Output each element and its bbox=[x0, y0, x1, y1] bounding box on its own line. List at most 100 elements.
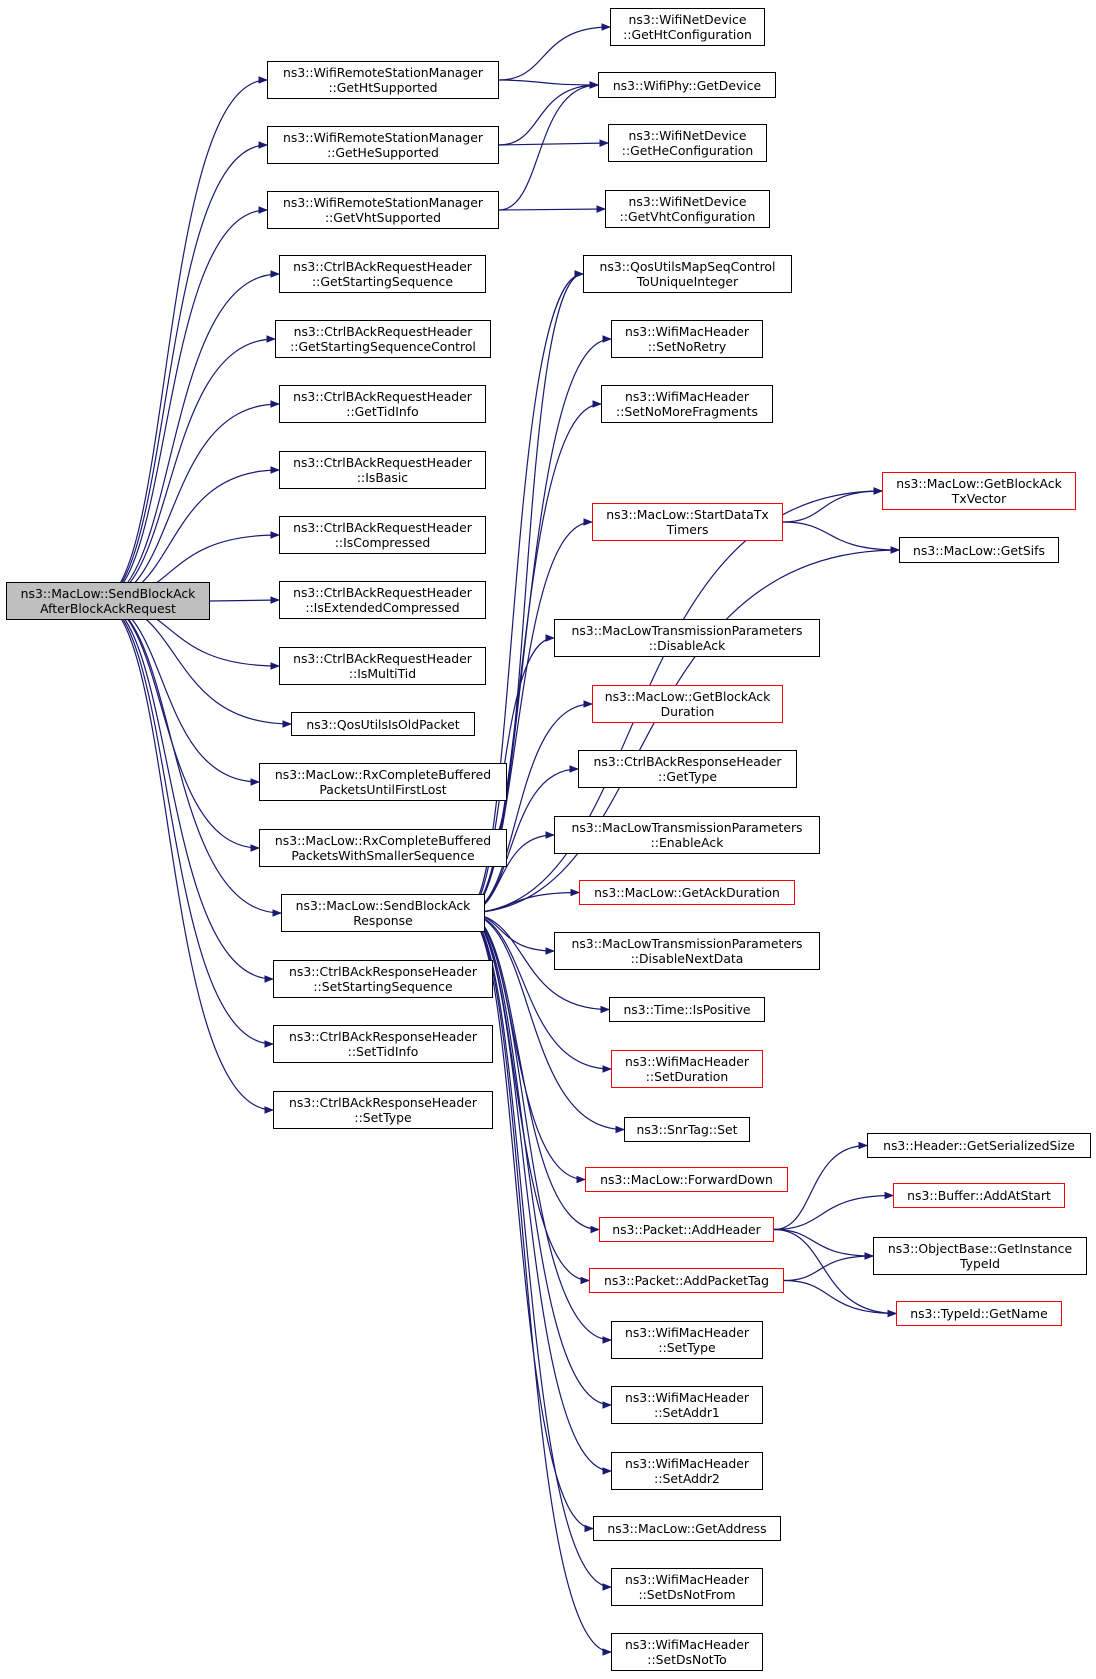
node-label-line: ::IsExtendedCompressed bbox=[305, 600, 460, 615]
edge-root-to-wrsm-ht bbox=[97, 76, 268, 602]
node-label-line: ns3::CtrlBAckRequestHeader bbox=[293, 259, 472, 274]
node-wmh-setdur[interactable]: ns3::WifiMacHeader::SetDuration bbox=[611, 1050, 763, 1088]
node-label-line: ::GetHeSupported bbox=[327, 145, 439, 160]
node-label-line: ns3::CtrlBAckResponseHeader bbox=[289, 964, 477, 979]
node-cbar-extcomp[interactable]: ns3::CtrlBAckRequestHeader::IsExtendedCo… bbox=[279, 581, 486, 619]
node-label-line: ns3::TypeId::GetName bbox=[910, 1306, 1048, 1321]
node-label-line: ns3::QosUtilsMapSeqControl bbox=[599, 259, 776, 274]
edge-wrsm-vht-to-phy-dev bbox=[498, 81, 599, 211]
edge-sbr-to-start-tx bbox=[464, 518, 593, 914]
node-mltp-disnext[interactable]: ns3::MacLowTransmissionParameters::Disab… bbox=[554, 932, 820, 970]
node-wmh-settype[interactable]: ns3::WifiMacHeader::SetType bbox=[611, 1321, 763, 1359]
node-wmh-nofrag[interactable]: ns3::WifiMacHeader::SetNoMoreFragments bbox=[601, 385, 773, 423]
node-label-line: ::DisableNextData bbox=[630, 951, 744, 966]
node-label-line: ns3::CtrlBAckRequestHeader bbox=[293, 651, 472, 666]
node-cbar-ss[interactable]: ns3::CtrlBAckRequestHeader::GetStartingS… bbox=[279, 255, 486, 293]
node-label-line: ns3::WifiMacHeader bbox=[625, 1572, 749, 1587]
node-wnd-ht[interactable]: ns3::WifiNetDevice::GetHtConfiguration bbox=[610, 8, 765, 46]
node-label-line: ns3::MacLow::GetBlockAck bbox=[604, 689, 771, 704]
edge-start-tx-to-ml-sifs bbox=[782, 521, 900, 554]
node-snr-set[interactable]: ns3::SnrTag::Set bbox=[624, 1117, 750, 1142]
node-ml-sifs[interactable]: ns3::MacLow::GetSifs bbox=[899, 537, 1059, 563]
node-phy-dev[interactable]: ns3::WifiPhy::GetDevice bbox=[598, 72, 776, 98]
edge-root-to-wrsm-vht bbox=[97, 206, 268, 602]
node-qos-old[interactable]: ns3::QosUtilsIsOldPacket bbox=[291, 712, 475, 736]
node-wmh-dsnotfrom[interactable]: ns3::WifiMacHeader::SetDsNotFrom bbox=[611, 1568, 763, 1606]
node-ml-ackdur[interactable]: ns3::MacLow::GetAckDuration bbox=[579, 880, 795, 905]
edge-sbr-to-wmh-nofrag bbox=[464, 400, 602, 914]
node-label-line: TxVector bbox=[951, 491, 1007, 506]
node-pkt-addtag[interactable]: ns3::Packet::AddPacketTag bbox=[589, 1268, 784, 1293]
node-ml-addr[interactable]: ns3::MacLow::GetAddress bbox=[593, 1516, 781, 1541]
node-label-line: ::SetTidInfo bbox=[347, 1044, 419, 1059]
node-mltp-disack[interactable]: ns3::MacLowTransmissionParameters::Disab… bbox=[554, 619, 820, 657]
node-ml-fwd[interactable]: ns3::MacLow::ForwardDown bbox=[585, 1167, 788, 1192]
node-label-line: ns3::WifiNetDevice bbox=[628, 128, 747, 143]
node-cbrs-ss[interactable]: ns3::CtrlBAckResponseHeader::SetStarting… bbox=[273, 960, 493, 998]
node-label-line: ::SetAddr2 bbox=[654, 1471, 720, 1486]
node-label-line: ns3::CtrlBAckRequestHeader bbox=[293, 520, 472, 535]
node-label-line: ns3::WifiMacHeader bbox=[625, 1325, 749, 1340]
node-label-line: ns3::CtrlBAckResponseHeader bbox=[593, 754, 782, 769]
node-wmh-addr1[interactable]: ns3::WifiMacHeader::SetAddr1 bbox=[611, 1386, 763, 1424]
node-cbar-tid[interactable]: ns3::CtrlBAckRequestHeader::GetTidInfo bbox=[279, 385, 486, 423]
node-wrsm-vht[interactable]: ns3::WifiRemoteStationManager::GetVhtSup… bbox=[267, 191, 499, 229]
node-cbrs-gettype[interactable]: ns3::CtrlBAckResponseHeader::GetType bbox=[578, 750, 797, 788]
node-label-line: ns3::SnrTag::Set bbox=[636, 1122, 738, 1137]
node-label-line: ns3::MacLowTransmissionParameters bbox=[571, 820, 803, 835]
node-buf-add[interactable]: ns3::Buffer::AddAtStart bbox=[893, 1183, 1065, 1208]
node-wnd-vht[interactable]: ns3::WifiNetDevice::GetVhtConfiguration bbox=[605, 190, 770, 228]
edge-root-to-cbar-extcomp bbox=[209, 596, 280, 604]
node-label-line: ::GetStartingSequence bbox=[312, 274, 453, 289]
edge-sbr-to-qos-map bbox=[464, 270, 584, 914]
node-label-line: ns3::Packet::AddHeader bbox=[612, 1222, 761, 1237]
node-cbrs-type[interactable]: ns3::CtrlBAckResponseHeader::SetType bbox=[273, 1091, 493, 1129]
edge-pkt-addtag-to-tid-name bbox=[783, 1279, 897, 1318]
node-label-line: ns3::CtrlBAckRequestHeader bbox=[293, 585, 472, 600]
node-mltp-enack[interactable]: ns3::MacLowTransmissionParameters::Enabl… bbox=[554, 816, 820, 854]
node-time-pos[interactable]: ns3::Time::IsPositive bbox=[609, 997, 765, 1022]
node-wmh-addr2[interactable]: ns3::WifiMacHeader::SetAddr2 bbox=[611, 1452, 763, 1490]
node-label-line: ns3::WifiNetDevice bbox=[628, 194, 747, 209]
edge-sbr-to-wmh-setdur bbox=[464, 912, 612, 1073]
node-label-line: ::GetHeConfiguration bbox=[621, 143, 754, 158]
edge-sbr-to-wmh-dsnotto bbox=[464, 912, 612, 1656]
node-wmh-noretry[interactable]: ns3::WifiMacHeader::SetNoRetry bbox=[611, 320, 763, 358]
node-label-line: Response bbox=[353, 913, 413, 928]
node-pkt-addhdr[interactable]: ns3::Packet::AddHeader bbox=[599, 1217, 774, 1242]
node-cbar-multi[interactable]: ns3::CtrlBAckRequestHeader::IsMultiTid bbox=[279, 647, 486, 685]
node-label-line: ns3::MacLow::StartDataTx bbox=[606, 507, 769, 522]
node-wrsm-he[interactable]: ns3::WifiRemoteStationManager::GetHeSupp… bbox=[267, 126, 499, 164]
node-label-line: ns3::MacLow::GetAddress bbox=[607, 1521, 767, 1536]
node-label-line: ns3::Packet::AddPacketTag bbox=[604, 1273, 769, 1288]
node-cbar-ssc[interactable]: ns3::CtrlBAckRequestHeader::GetStartingS… bbox=[275, 320, 491, 358]
node-wmh-dsnotto[interactable]: ns3::WifiMacHeader::SetDsNotTo bbox=[611, 1633, 763, 1671]
node-label-line: ::GetVhtConfiguration bbox=[619, 209, 756, 224]
node-wrsm-ht[interactable]: ns3::WifiRemoteStationManager::GetHtSupp… bbox=[267, 61, 499, 99]
node-tid-name[interactable]: ns3::TypeId::GetName bbox=[896, 1301, 1062, 1326]
node-label-line: ns3::MacLowTransmissionParameters bbox=[571, 623, 803, 638]
edge-wrsm-he-to-wnd-he bbox=[498, 139, 609, 147]
edge-sbr-to-ml-sifs bbox=[464, 546, 900, 914]
node-label-line: ::SetAddr1 bbox=[654, 1405, 720, 1420]
node-hdr-ser[interactable]: ns3::Header::GetSerializedSize bbox=[867, 1133, 1091, 1158]
node-label-line: ns3::WifiRemoteStationManager bbox=[283, 130, 483, 145]
node-wnd-he[interactable]: ns3::WifiNetDevice::GetHeConfiguration bbox=[608, 124, 767, 162]
node-cbar-comp[interactable]: ns3::CtrlBAckRequestHeader::IsCompressed bbox=[279, 516, 486, 554]
node-cbrs-tid[interactable]: ns3::CtrlBAckResponseHeader::SetTidInfo bbox=[273, 1025, 493, 1063]
edge-wrsm-he-to-phy-dev bbox=[498, 81, 599, 146]
node-cbar-basic[interactable]: ns3::CtrlBAckRequestHeader::IsBasic bbox=[279, 451, 486, 489]
node-label-line: ::SetType bbox=[658, 1340, 716, 1355]
node-label-line: ToUniqueInteger bbox=[636, 274, 739, 289]
node-label-line: ns3::WifiMacHeader bbox=[625, 1390, 749, 1405]
edge-sbr-to-wmh-settype bbox=[464, 912, 612, 1344]
